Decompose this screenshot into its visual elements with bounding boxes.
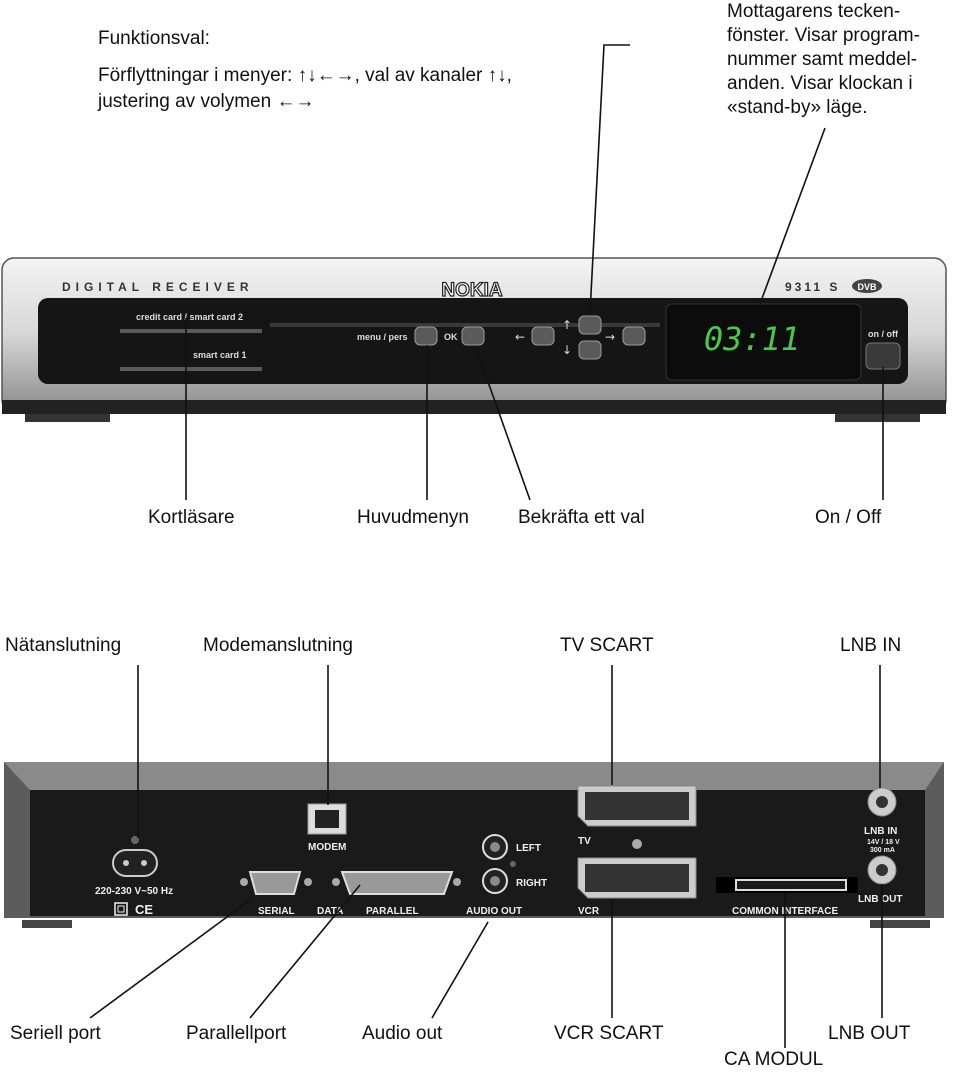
card-slot-2 [120, 329, 262, 333]
leader-parallell [249, 884, 361, 1019]
tv-scart-pins [585, 792, 689, 820]
serial-screw-right [304, 878, 312, 886]
right-button[interactable] [622, 326, 646, 346]
front-base [2, 400, 946, 414]
common-interface-slot[interactable] [735, 879, 847, 891]
parallel-label: PARALLEL [366, 906, 419, 917]
right-label: RIGHT [516, 878, 547, 889]
audio-led [510, 861, 516, 867]
ok-label: OK [444, 332, 458, 342]
left-label: LEFT [516, 843, 541, 854]
modem-label: MODEM [308, 842, 346, 853]
lnb-in-center [876, 796, 888, 808]
callout-modemanslutning: Modemanslutning [203, 635, 353, 656]
tv-label: TV [578, 836, 591, 847]
menu-label: menu / pers [357, 332, 408, 342]
power-pin-right [141, 860, 147, 866]
vcr-scart-pins [585, 864, 689, 892]
callout-lnb-in: LNB IN [840, 635, 902, 656]
lnb-out-center [876, 864, 888, 876]
lnb-out-label: LNB OUT [858, 894, 902, 905]
panel-bar [270, 323, 660, 327]
callout-kortlasare: Kortläsare [148, 507, 235, 528]
display-description: Mottagarens tecken-fönster. Visar progra… [727, 1, 920, 118]
down-button[interactable] [578, 340, 602, 360]
parallel-port[interactable] [340, 871, 454, 895]
leader-nav-buttons [589, 44, 630, 314]
menu-button[interactable] [414, 326, 438, 346]
rear-panel: 220-230 V~50 Hz CE MODEM SERIAL DATA PAR… [4, 762, 944, 928]
model-number: 9311 S [785, 280, 840, 294]
power-pin-left [123, 860, 129, 866]
left-button[interactable] [531, 326, 555, 346]
power-led [131, 836, 139, 844]
slot1-label: smart card 1 [193, 350, 247, 360]
ce-mark: CE [135, 902, 153, 917]
callout-natanslutning: Nätanslutning [5, 635, 122, 656]
functions-heading: Funktionsval: [98, 28, 210, 49]
slot2-label: credit card / smart card 2 [136, 312, 243, 322]
ok-button[interactable] [461, 326, 485, 346]
arrow-up-icon: ↑ [562, 318, 572, 332]
audio-out-label: AUDIO OUT [466, 906, 522, 917]
callout-bekrafta: Bekräfta ett val [518, 507, 645, 528]
brand-title: DIGITAL RECEIVER [62, 280, 254, 294]
vcr-label: VCR [578, 906, 600, 917]
lnb-in-label: LNB IN [864, 826, 897, 837]
callout-seriell: Seriell port [10, 1023, 101, 1044]
leader-audio [431, 921, 489, 1019]
callout-huvudmenyn: Huvudmenyn [357, 507, 469, 528]
arrow-down-icon: ↓ [562, 343, 572, 357]
display-window [665, 303, 862, 381]
up-button[interactable] [578, 315, 602, 335]
serial-port[interactable] [248, 871, 302, 895]
scart-screw [632, 839, 642, 849]
dvb-badge-shape [852, 279, 882, 293]
dvb-badge: DVB [857, 282, 877, 292]
callout-tv-scart: TV SCART [560, 635, 654, 656]
modem-jack-socket [315, 810, 339, 828]
lnb-spec-1: 14V / 18 V [867, 839, 900, 846]
power-spec: 220-230 V~50 Hz [95, 886, 173, 897]
nokia-logo: NOKIA [441, 280, 503, 301]
card-slot-1 [120, 367, 262, 371]
audio-right-jack-center [490, 876, 500, 886]
functions-line-1: Förflyttningar i menyer: ↑↓←→, val av ka… [98, 65, 512, 86]
callout-vcr-scart: VCR SCART [554, 1023, 664, 1044]
rear-foot-left [22, 920, 72, 928]
data-label: DATA [317, 906, 343, 917]
display-time: 03:11 [704, 320, 800, 358]
double-insulation-icon [114, 902, 128, 916]
callout-audio-out: Audio out [362, 1023, 443, 1044]
lnb-spec-2: 300 mA [870, 847, 895, 854]
front-panel: DIGITAL RECEIVER NOKIA 9311 S DVB credit… [1, 257, 947, 422]
callout-lnb-out: LNB OUT [828, 1023, 911, 1044]
functions-line-2: justering av volymen ←→ [98, 91, 315, 112]
callout-parallell: Parallellport [186, 1023, 287, 1044]
serial-screw-left [240, 878, 248, 886]
audio-left-jack-center [490, 842, 500, 852]
rear-shell-top [4, 762, 944, 790]
arrow-right-icon: → [605, 330, 615, 344]
double-insulation-icon-inner [117, 905, 125, 913]
power-label: on / off [868, 329, 899, 339]
rear-foot-right [870, 920, 930, 928]
parallel-screw-right [453, 878, 461, 886]
arrow-left-icon: ← [515, 330, 525, 344]
leader-seriell [89, 899, 251, 1019]
callout-ca-modul: CA MODUL [724, 1049, 824, 1070]
rear-inner-panel [30, 790, 925, 916]
serial-label: SERIAL [258, 906, 295, 917]
power-inlet[interactable] [112, 849, 158, 877]
callout-onoff: On / Off [815, 507, 882, 528]
leader-bekrafta [475, 347, 531, 501]
leader-display [756, 127, 826, 313]
parallel-screw-left [332, 878, 340, 886]
